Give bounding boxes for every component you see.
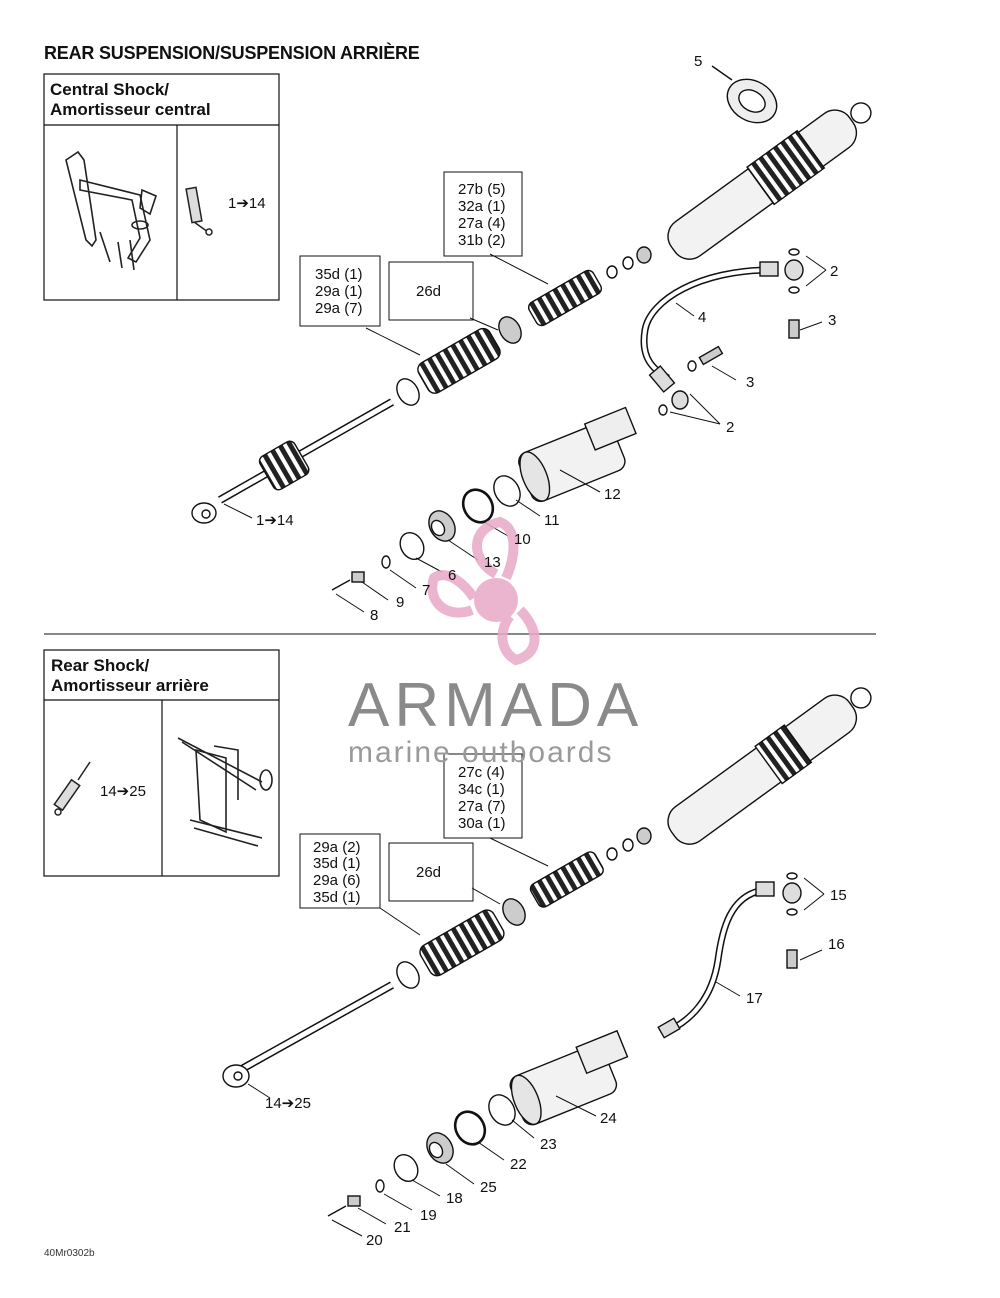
callout-7: 7 [422, 582, 430, 599]
rear-callouts: 14➔25 14➔25 15 16 17 18 19 20 21 22 23 2… [100, 764, 847, 1249]
part-24-reservoir [509, 1029, 629, 1126]
part-rear-shock-body [667, 687, 872, 845]
callout-11: 11 [544, 512, 560, 529]
part-21-nut [347, 1195, 361, 1207]
callout-23: 23 [540, 1136, 557, 1153]
watermark-name: ARMADA [348, 671, 644, 740]
callout-9: 9 [396, 594, 404, 611]
part-shock-body [667, 102, 872, 260]
watermark-subtitle: marine outboards [348, 736, 614, 769]
part-7-washer [381, 555, 391, 569]
part-6-disc [399, 531, 425, 561]
armada-logo-icon [427, 516, 540, 666]
central-shock-thumbnail [185, 186, 213, 236]
rear-group-b-box [443, 753, 523, 839]
rear-group-a-0: 29a (2) [313, 839, 361, 856]
central-group-a-0: 35d (1) [315, 266, 363, 283]
part-spring-stack-2 [527, 269, 603, 327]
part-11-oring [493, 475, 521, 507]
callout-21: 21 [394, 1219, 411, 1236]
callout-13: 13 [484, 554, 501, 571]
central-group-b-1: 32a (1) [458, 198, 506, 215]
page-title: REAR SUSPENSION/SUSPENSION ARRIÈRE [44, 43, 420, 63]
callout-10: 10 [514, 531, 531, 548]
central-group-a-2: 29a (7) [315, 300, 363, 317]
central-group-b-2: 27a (4) [458, 215, 506, 232]
rear-heading: Rear Shock/ Amortisseur arrière [51, 656, 209, 696]
rear-leader-lines [247, 837, 825, 1237]
callout-17: 17 [746, 990, 763, 1007]
callout-25: 25 [480, 1179, 497, 1196]
rear-heading-line2: Amortisseur arrière [51, 676, 209, 695]
rear-group-a-2: 29a (6) [313, 872, 361, 889]
callout-15: 15 [830, 887, 847, 904]
callout-3a: 3 [828, 312, 836, 329]
part-spring-stack-1 [417, 327, 501, 394]
rear-group-a-1: 35d (1) [313, 855, 361, 872]
callout-12: 12 [604, 486, 621, 503]
central-group-b-box [443, 171, 523, 257]
rear-heading-line1: Rear Shock/ [51, 656, 150, 675]
central-callouts: 1➔14 1➔14 2 2 3 3 4 5 6 7 8 9 10 11 12 1… [228, 53, 838, 624]
rear-group-b-3: 30a (1) [458, 815, 506, 832]
callout-2a: 2 [830, 263, 838, 280]
callout-5: 5 [694, 53, 702, 70]
part-22-oring [453, 1110, 487, 1146]
drawing-code: 40Mr0302b [44, 1248, 95, 1259]
part-5-ring [726, 78, 778, 124]
rear-frame-thumbnail [177, 737, 273, 847]
part-18-disc [393, 1153, 419, 1183]
callout-8: 8 [370, 607, 378, 624]
central-box-26d [388, 261, 474, 321]
rear-group-a-3: 35d (1) [313, 889, 361, 906]
rear-box-26d [388, 842, 474, 902]
part-12-reservoir [518, 406, 637, 503]
callout-4: 4 [698, 309, 706, 326]
rear-shock-inset [43, 649, 280, 877]
rear-group-b-2: 27a (7) [458, 798, 506, 815]
central-exploded-view [191, 65, 872, 591]
part-rear-spring-stack-1 [419, 909, 505, 977]
part-10-oring [461, 488, 495, 524]
central-group-b-3: 31b (2) [458, 232, 506, 249]
callout-14-25: 14➔25 [265, 1095, 311, 1112]
callout-2b: 2 [726, 419, 734, 436]
central-thumb-ref: 1➔14 [228, 195, 266, 212]
callout-19: 19 [420, 1207, 437, 1224]
central-leader-lines [223, 253, 827, 613]
rear-shock-thumbnail [53, 761, 91, 816]
central-heading-line2: Amortisseur central [50, 100, 211, 119]
callout-16: 16 [828, 936, 845, 953]
part-9-nut [351, 571, 365, 583]
rear-exploded-view [222, 687, 872, 1217]
part-23-oring [488, 1094, 516, 1126]
central-frame-thumbnail [65, 150, 157, 271]
central-heading: Central Shock/ Amortisseur central [50, 80, 211, 120]
central-26d-label: 26d [416, 283, 441, 300]
rear-group-a-box [299, 833, 381, 909]
rear-26d-label: 26d [416, 864, 441, 881]
callout-1-14: 1➔14 [256, 512, 294, 529]
callout-3b: 3 [746, 374, 754, 391]
rear-group-b-1: 34c (1) [458, 781, 505, 798]
central-group-b-0: 27b (5) [458, 181, 506, 198]
part-19-washer [375, 1179, 385, 1193]
callout-18: 18 [446, 1190, 463, 1207]
callout-6: 6 [448, 567, 456, 584]
part-rear-spring-stack-2 [529, 851, 604, 908]
callout-22: 22 [510, 1156, 527, 1173]
callout-20: 20 [366, 1232, 383, 1249]
central-group-a-1: 29a (1) [315, 283, 363, 300]
rear-thumb-ref: 14➔25 [100, 783, 146, 800]
central-group-a-box [299, 255, 381, 327]
rear-group-b-0: 27c (4) [458, 764, 505, 781]
central-shock-inset [43, 73, 280, 301]
callout-24: 24 [600, 1110, 617, 1127]
central-heading-line1: Central Shock/ [50, 80, 170, 99]
